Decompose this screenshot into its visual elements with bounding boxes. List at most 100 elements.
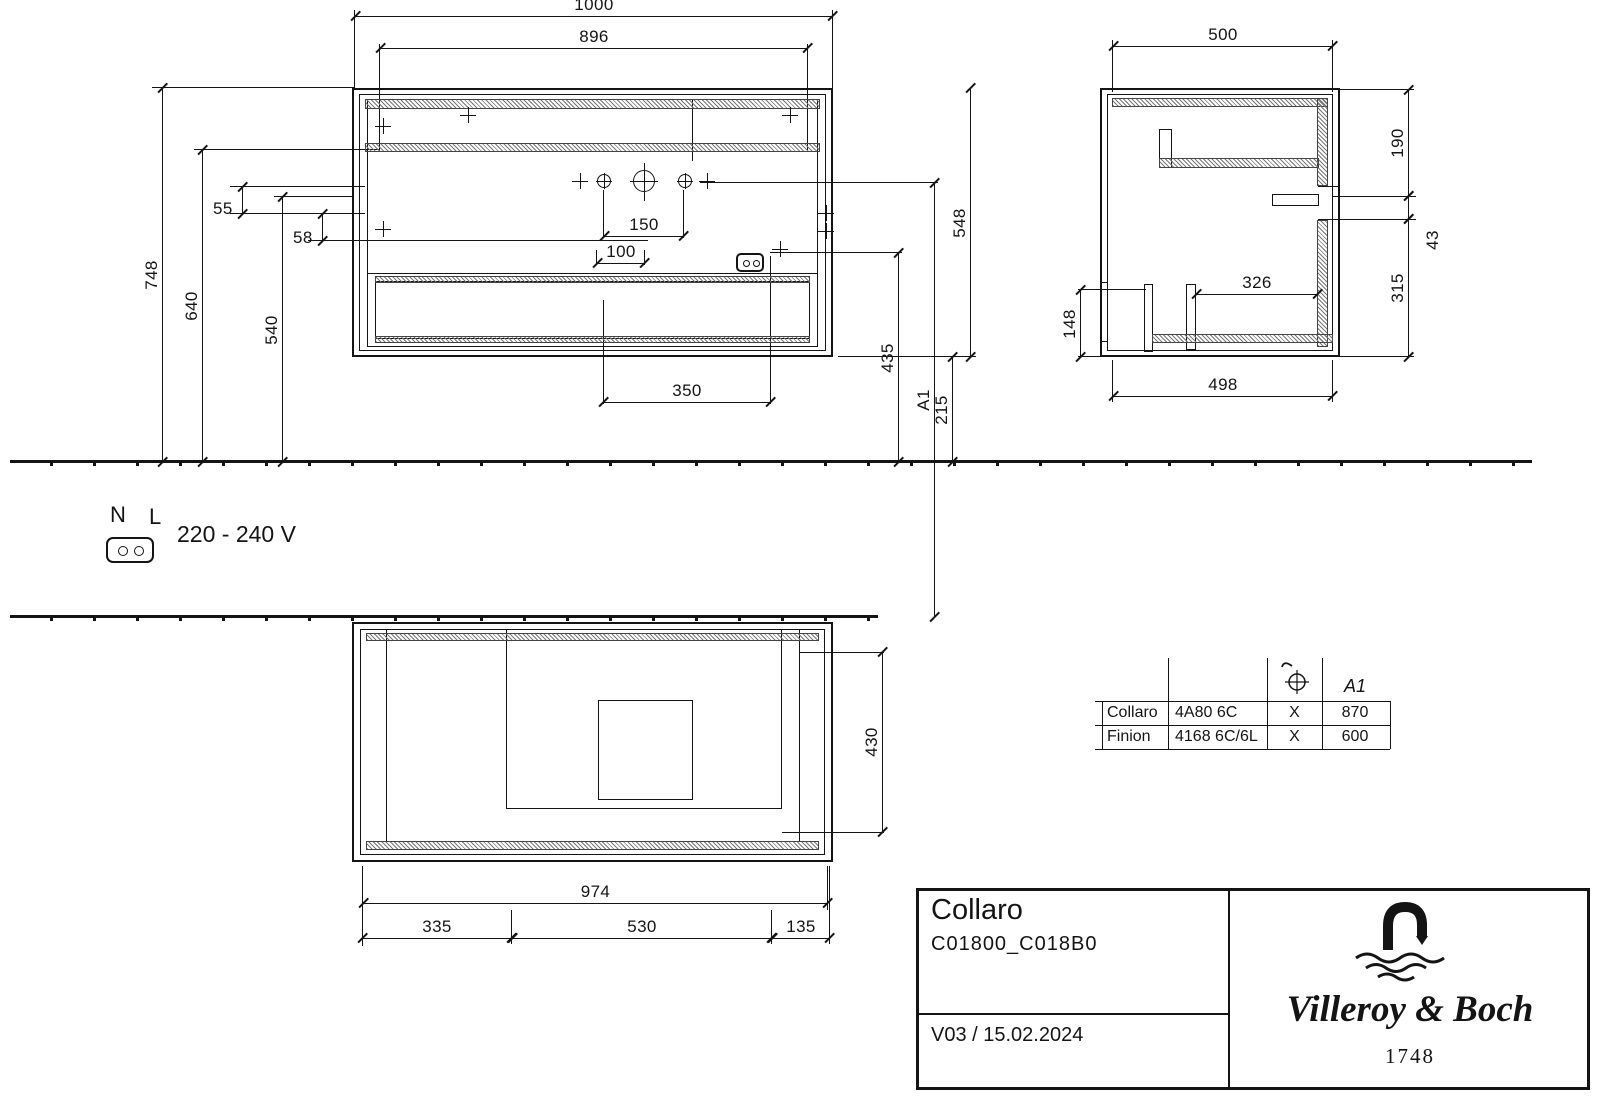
drawing-line (832, 10, 833, 90)
drawing-line (838, 356, 976, 357)
drawing-line (230, 213, 365, 214)
drawing-line (800, 652, 884, 653)
drawing-rect (1186, 284, 1196, 350)
dimension-55: 55 (213, 181, 248, 219)
hatch-strip (365, 143, 820, 152)
drawing-rect (1100, 88, 1340, 357)
table-header-a1: A1 (1343, 676, 1367, 696)
drawing-line (596, 250, 597, 265)
dim-label: 326 (1242, 273, 1272, 292)
dimension-640: 640 (182, 144, 208, 467)
dimension-896: 896 (375, 27, 813, 53)
dim-label: 190 (1388, 128, 1407, 158)
drawing-line (1318, 219, 1340, 220)
dim-label: 748 (142, 260, 161, 290)
dim-label: 335 (422, 917, 452, 936)
wire-l-label: L (149, 504, 162, 529)
dimension-748: 748 (142, 82, 168, 467)
dimension-435: 435 (878, 247, 904, 467)
drawing-line (1332, 360, 1333, 402)
wire-n-label: N (110, 502, 126, 527)
mount-point-cross (782, 107, 798, 123)
drawing-line (770, 252, 902, 253)
dimension-100: 100 (592, 242, 650, 268)
hatch-strip (1112, 98, 1328, 107)
tap-hole-icon (595, 172, 613, 190)
dim-label: 58 (293, 228, 313, 247)
dim-label: 896 (579, 27, 609, 46)
dimension-548: 548 (950, 82, 976, 362)
drawing-line (274, 196, 354, 197)
drawing-line (308, 240, 648, 241)
hatch-strip (1152, 334, 1333, 343)
drawing-rect (352, 622, 833, 862)
dim-label: 974 (580, 882, 611, 901)
dimension-1000: 1000 (350, 0, 838, 21)
drawing-line (1078, 289, 1146, 290)
dim-label: 435 (878, 342, 897, 373)
dim-label: A1 (914, 389, 933, 411)
drawing-line (807, 44, 808, 152)
table-row-article: 4A80 6C (1175, 704, 1238, 721)
drawing-line (230, 186, 365, 187)
table-row-article: 4168 6C/6L (1175, 728, 1258, 745)
drawing-rect (359, 94, 826, 351)
dim-label: 350 (672, 381, 702, 400)
drawing-rect (1101, 282, 1108, 342)
dim-label: 640 (182, 291, 201, 321)
drawing-line (354, 10, 355, 90)
drawing-line (683, 190, 684, 238)
dimension-530: 530 (507, 917, 777, 943)
dimension-A1: A1 (914, 177, 940, 622)
drawing-rect (1107, 94, 1333, 351)
drawing-rect (1144, 284, 1153, 352)
dimension-135: 135 (767, 917, 835, 943)
drawing-line (362, 866, 363, 946)
drawing-line (1318, 186, 1340, 187)
version-date: V03 / 15.02.2024 (931, 1024, 1084, 1046)
drawing-rect (367, 273, 818, 347)
drawing-line (379, 44, 380, 152)
dimension-315: 315 (1388, 213, 1414, 362)
product-name: Collaro (931, 894, 1023, 926)
wall-reference-line (10, 460, 1532, 466)
mount-point-cross (375, 118, 391, 134)
hatch-strip (366, 633, 819, 641)
dim-label: 148 (1060, 308, 1079, 339)
dim-label: 498 (1208, 375, 1238, 394)
dim-label: 150 (629, 215, 659, 234)
table-row-a1: 600 (1341, 728, 1369, 745)
drawing-line (603, 190, 604, 238)
drawing-line (1332, 196, 1416, 197)
tap-hole-icon (676, 172, 694, 190)
voltage-label: 220 - 240 V (177, 521, 296, 547)
villeroy-boch-tap-icon (1355, 901, 1445, 982)
dim-label: 1000 (574, 0, 614, 14)
dim-label: 100 (606, 242, 636, 261)
mount-point-cross (375, 221, 391, 237)
dimension-350: 350 (598, 381, 776, 407)
dim-label: 55 (213, 199, 233, 218)
brand-established-year: 1748 (1385, 1044, 1435, 1068)
mount-point-cross (572, 173, 588, 189)
hatch-strip (375, 276, 810, 283)
drawing-line (1332, 219, 1416, 220)
table-row-fits: X (1289, 728, 1300, 745)
drawing-rect (598, 700, 693, 800)
table-row-series: Finion (1107, 728, 1151, 745)
table-row-fits: X (1289, 704, 1300, 721)
washbasin-tap-icon (1281, 662, 1309, 694)
drawing-line (700, 182, 938, 183)
hatch-strip (366, 841, 819, 850)
drawing-rect (375, 281, 810, 339)
brand-name: Villeroy & Boch (1286, 989, 1534, 1030)
article-code: C01800_C018B0 (931, 933, 1098, 955)
drawing-line (603, 300, 604, 404)
dim-label: 540 (262, 314, 281, 345)
dim-label: 135 (786, 917, 816, 936)
drawing-line (194, 149, 380, 150)
drawing-line (1112, 360, 1113, 402)
drawing-line (1336, 89, 1414, 90)
dim-label: 215 (932, 394, 951, 425)
drawing-line (1332, 40, 1333, 92)
